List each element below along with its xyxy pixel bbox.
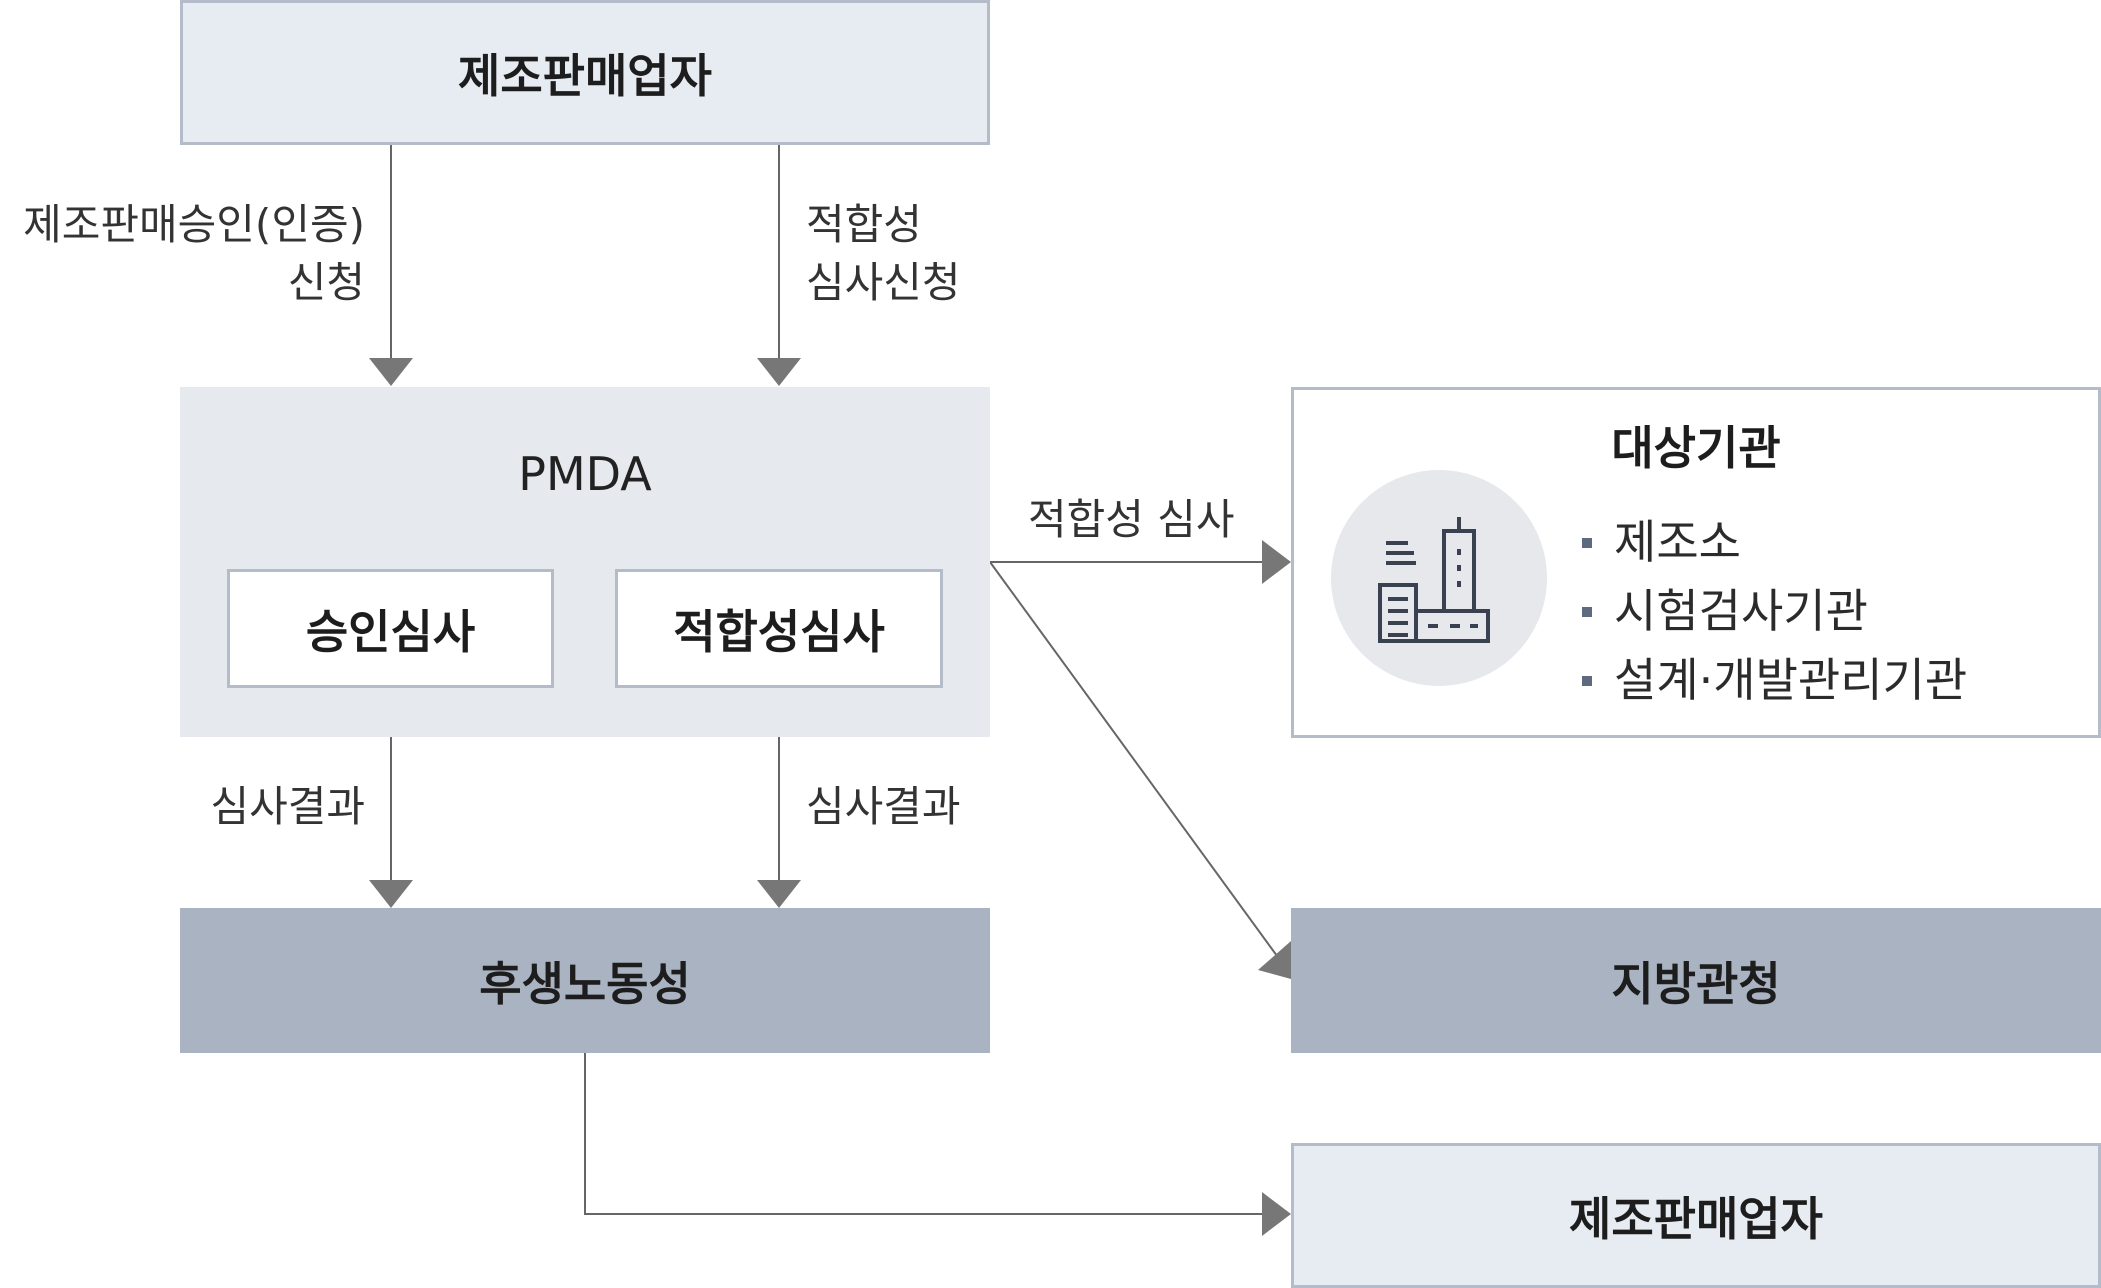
regional-office-label: 지방관청 [1611, 956, 1781, 1011]
target-institutions-title: 대상기관 [1611, 421, 1781, 475]
regional-office-box: 지방관청 [1291, 908, 2101, 1053]
manufacturer-box-top: 제조판매업자 [180, 0, 990, 145]
list-item: 시험검사기관 [1582, 577, 1967, 646]
arrow-head [1258, 941, 1291, 979]
manufacturer-label: 제조판매업자 [458, 48, 712, 103]
pmda-title: PMDA [518, 447, 652, 501]
conformity-review-arrow-label: 적합성 심사 [1028, 495, 1235, 544]
ministry-label: 후생노동성 [479, 956, 691, 1011]
bullet-icon [1582, 606, 1592, 617]
review-result-left-label: 심사결과 [210, 782, 365, 831]
list-item-text: 설계·개발관리기관 [1614, 653, 1968, 707]
ministry-to-manufacturer-line [584, 1052, 1265, 1215]
approval-review-label: 승인심사 [305, 604, 476, 659]
conformity-request-line1: 적합성 [806, 200, 922, 249]
arrow-head [369, 880, 413, 908]
target-institutions-list: 제조소 시험검사기관 설계·개발관리기관 [1582, 508, 1967, 715]
manufacturer-box-bottom: 제조판매업자 [1291, 1143, 2101, 1288]
regional-line [989, 561, 1281, 961]
bullet-icon [1582, 537, 1592, 548]
conformity-request-line2: 심사신청 [806, 258, 961, 307]
conformity-review-box: 적합성심사 [615, 569, 943, 688]
manufacturer-label: 제조판매업자 [1569, 1191, 1823, 1246]
conformity-request-label: 적합성 심사신청 [806, 196, 961, 312]
building-icon [1331, 470, 1547, 686]
conformity-review-label: 적합성심사 [673, 604, 885, 659]
approval-request-line1: 제조판매승인(인증) [23, 200, 365, 249]
arrow-head [757, 358, 801, 386]
approval-review-box: 승인심사 [227, 569, 554, 688]
approval-request-line2: 신청 [287, 258, 365, 307]
arrow-head [757, 880, 801, 908]
list-item: 제조소 [1582, 508, 1967, 577]
list-item-text: 시험검사기관 [1614, 584, 1868, 638]
arrow-head [369, 358, 413, 386]
review-result-right-label: 심사결과 [806, 782, 961, 831]
arrow-head [1262, 540, 1291, 584]
approval-request-label: 제조판매승인(인증) 신청 [0, 196, 365, 312]
list-item: 설계·개발관리기관 [1582, 646, 1967, 715]
bullet-icon [1582, 675, 1592, 686]
ministry-box: 후생노동성 [180, 908, 990, 1053]
list-item-text: 제조소 [1614, 515, 1741, 569]
arrow-head [1262, 1192, 1291, 1236]
